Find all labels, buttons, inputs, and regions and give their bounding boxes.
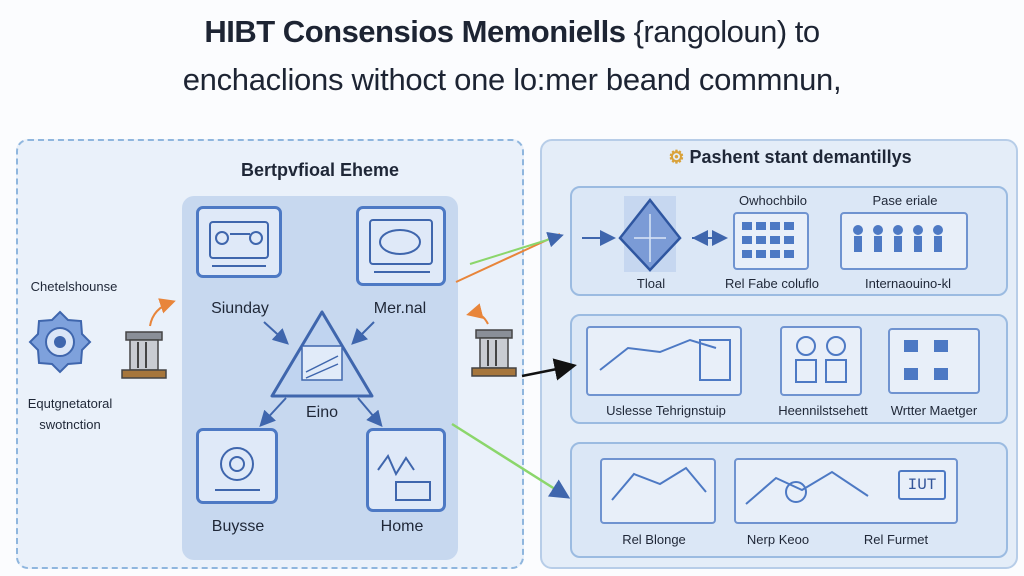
side-label-bottom-1: Equtgnetatoral	[27, 396, 113, 411]
virus-icon	[196, 428, 278, 504]
row2-image-2	[780, 326, 862, 396]
row2-label-1: Uslesse Tehrignstuip	[606, 403, 726, 418]
node-label-center: Eino	[305, 404, 339, 421]
row2-label-3: Wrtter Maetger	[890, 403, 978, 418]
row1-label-3: Internaouino-kl	[865, 276, 951, 291]
triangle-node-icon	[270, 310, 374, 398]
building-icon	[121, 331, 167, 379]
side-label-top: Chetelshounse	[30, 279, 118, 294]
diagram-subtitle: enchaclions withoct one lo:mer beand com…	[182, 62, 842, 97]
node-label-top-left: Siunday	[211, 300, 269, 317]
row2-image-3	[888, 328, 980, 394]
gear-icon	[28, 310, 92, 374]
node-label-bottom-right: Home	[380, 518, 424, 535]
row3-label-2: Nerp Keoo	[746, 532, 810, 547]
building-icon	[471, 329, 517, 377]
row3-screen-text: IUT	[898, 470, 946, 500]
node-label-bottom-left: Buysse	[211, 518, 265, 535]
chart-icon	[366, 428, 446, 512]
row3-label-1: Rel Blonge	[622, 532, 686, 547]
right-panel-title: ⚙ Pashent stant demantillys	[668, 147, 912, 167]
row3-label-3: Rel Furmet	[863, 532, 929, 547]
node-label-top-right: Mer.nal	[373, 300, 427, 317]
diagram-title: HIBT Consensios Memoniells {rangoloun) t…	[204, 14, 820, 49]
row3-image-2	[734, 458, 958, 524]
row1-label-1: Tloal	[636, 276, 666, 291]
row1-caption-b: Pase eriale	[872, 193, 938, 208]
side-label-bottom-2: swotnction	[39, 417, 101, 432]
diamond-network-icon	[618, 196, 682, 272]
row2-label-2: Heennilstsehett	[778, 403, 868, 418]
people-icon	[840, 212, 968, 270]
left-panel-title: Bertpvfioal Eheme	[240, 160, 400, 180]
row1-caption-a: Owhochbilo	[739, 193, 807, 208]
row1-label-2: Rel Fabe coluflo	[725, 276, 819, 291]
